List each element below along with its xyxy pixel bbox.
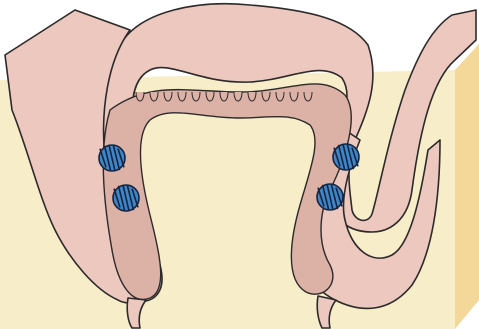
blue-sphere	[317, 184, 343, 210]
villus	[164, 92, 172, 101]
villus	[276, 92, 284, 101]
villus	[206, 92, 214, 101]
villus	[220, 92, 228, 101]
villus	[304, 92, 312, 101]
block-side-face	[455, 44, 479, 329]
villus	[290, 92, 298, 101]
villus	[150, 92, 158, 101]
villus	[192, 92, 200, 101]
blue-sphere	[333, 144, 359, 170]
blue-sphere	[99, 145, 125, 171]
villus	[178, 92, 186, 101]
blue-sphere	[113, 185, 139, 211]
villus	[262, 92, 270, 101]
villus	[234, 92, 242, 101]
villus	[136, 92, 144, 101]
villus	[248, 92, 256, 101]
